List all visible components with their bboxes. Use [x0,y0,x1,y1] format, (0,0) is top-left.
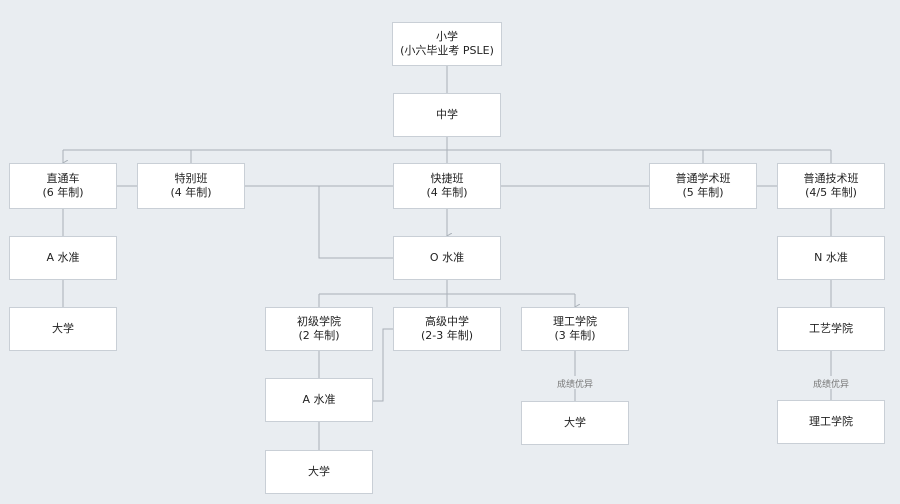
node-sublabel: (4 年制) [426,186,468,199]
node-sublabel: (5 年制) [682,186,724,199]
node-label: A 水准 [302,393,336,406]
node-label: 小学 [436,30,458,43]
node-ip-university: 大学 [9,307,117,351]
node-label: N 水准 [814,251,848,264]
node-ip-a-level: A 水准 [9,236,117,280]
node-normal-technical: 普通技术班 (4/5 年制) [777,163,885,209]
node-polytechnic: 理工学院 (3 年制) [521,307,629,351]
node-label: 高级中学 [425,315,469,328]
node-sublabel: (4/5 年制) [805,186,857,199]
node-n-level: N 水准 [777,236,885,280]
node-sublabel: (2 年制) [298,329,340,342]
node-label: 普通学术班 [675,172,731,185]
node-integrated-programme: 直通车 (6 年制) [9,163,117,209]
node-jc-a-level: A 水准 [265,378,373,422]
node-normal-academic: 普通学术班 (5 年制) [649,163,757,209]
node-jc-university: 大学 [265,450,373,494]
node-secondary-school: 中学 [393,93,501,137]
node-label: 普通技术班 [803,172,859,185]
node-ite: 工艺学院 [777,307,885,351]
node-label: 初级学院 [297,315,341,328]
node-ite-polytechnic: 理工学院 [777,400,885,444]
node-poly-university: 大学 [521,401,629,445]
node-label: O 水准 [429,251,465,264]
node-sublabel: (4 年制) [170,186,212,199]
node-label: 直通车 [46,172,80,185]
node-primary-school: 小学 (小六毕业考 PSLE) [392,22,502,66]
node-label: A 水准 [46,251,80,264]
node-label: 理工学院 [809,415,853,428]
line-sp-o [318,186,393,259]
line-hs-a2 [373,328,393,402]
node-junior-college: 初级学院 (2 年制) [265,307,373,351]
node-o-level: O 水准 [393,236,501,280]
node-label: 大学 [564,416,586,429]
node-label: 工艺学院 [809,322,853,335]
node-sublabel: (3 年制) [554,329,596,342]
node-label: 理工学院 [553,315,597,328]
node-express-stream: 快捷班 (4 年制) [393,163,501,209]
node-label: 中学 [436,108,458,121]
node-sublabel: (2-3 年制) [420,329,474,342]
node-sublabel: (小六毕业考 PSLE) [400,44,494,57]
node-label: 大学 [52,322,74,335]
node-special-stream: 特别班 (4 年制) [137,163,245,209]
node-high-school: 高级中学 (2-3 年制) [393,307,501,351]
merit-note-polytechnic: 成绩优异 [556,380,593,390]
node-label: 特别班 [174,172,208,185]
node-label: 快捷班 [430,172,464,185]
node-label: 大学 [308,465,330,478]
merit-note-ite: 成绩优异 [812,380,849,390]
node-sublabel: (6 年制) [42,186,84,199]
